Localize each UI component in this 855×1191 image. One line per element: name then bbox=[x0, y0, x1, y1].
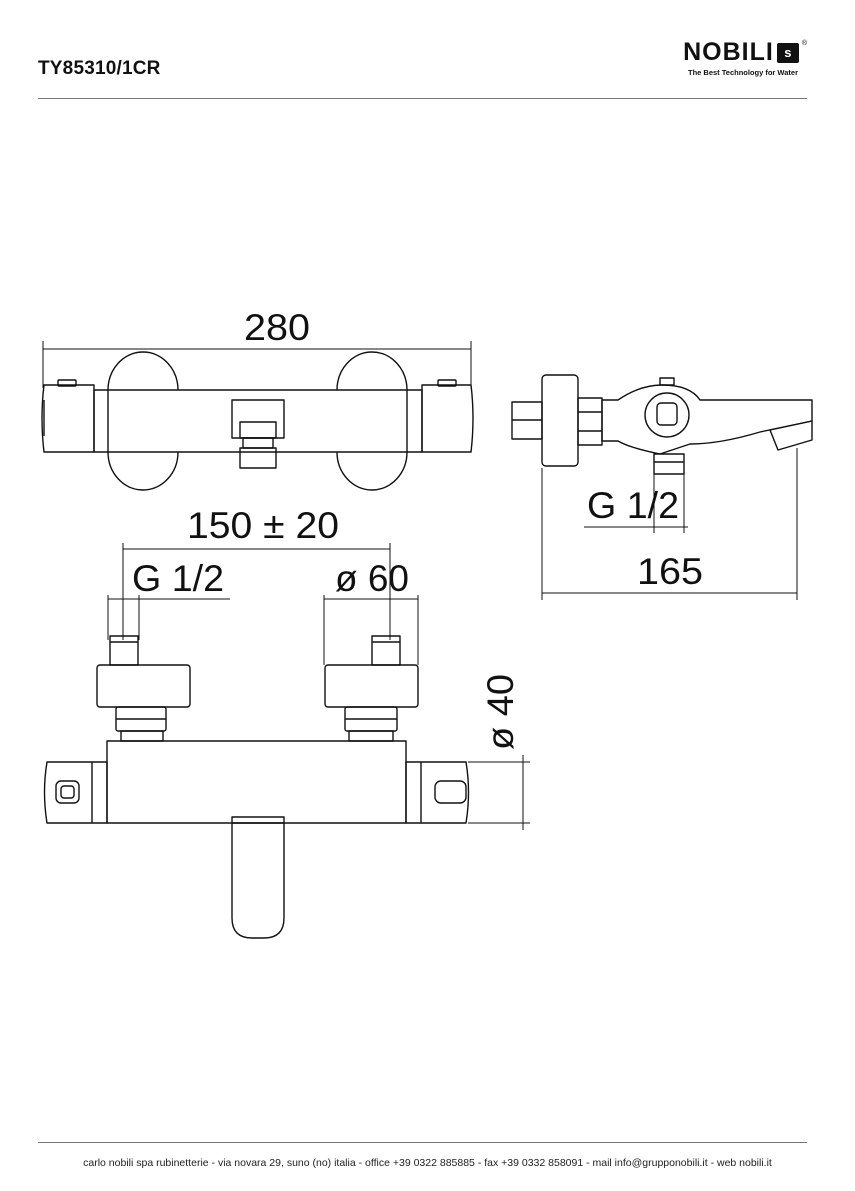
dimension-overall-width: 280 bbox=[244, 307, 310, 348]
dimension-flange-diameter: ø 60 bbox=[335, 558, 409, 599]
header-divider bbox=[38, 98, 807, 99]
dimension-inlet-thread: G 1/2 bbox=[132, 558, 224, 599]
side-view: G 1/2 165 bbox=[511, 374, 813, 600]
footer-contact: carlo nobili spa rubinetterie - via nova… bbox=[83, 1157, 772, 1169]
plan-view: 150 ± 20 G 1/2 ø 60 bbox=[43, 505, 530, 939]
brand-logo: NOBILI s ® The Best Technology for Water bbox=[683, 38, 807, 78]
brand-tagline: The Best Technology for Water bbox=[687, 68, 798, 77]
brand-mark-icon: s bbox=[776, 42, 799, 63]
dimension-side-inlet-thread: G 1/2 bbox=[587, 485, 679, 526]
footer-divider bbox=[38, 1142, 807, 1143]
top-view: 280 bbox=[41, 307, 474, 491]
dimension-body-diameter: ø 40 bbox=[480, 674, 521, 750]
dimension-depth: 165 bbox=[637, 551, 703, 592]
brand-name: NOBILI bbox=[683, 38, 774, 66]
registered-mark: ® bbox=[801, 40, 807, 47]
dimension-centre-distance: 150 ± 20 bbox=[187, 505, 339, 546]
product-code: TY85310/1CR bbox=[38, 58, 161, 79]
